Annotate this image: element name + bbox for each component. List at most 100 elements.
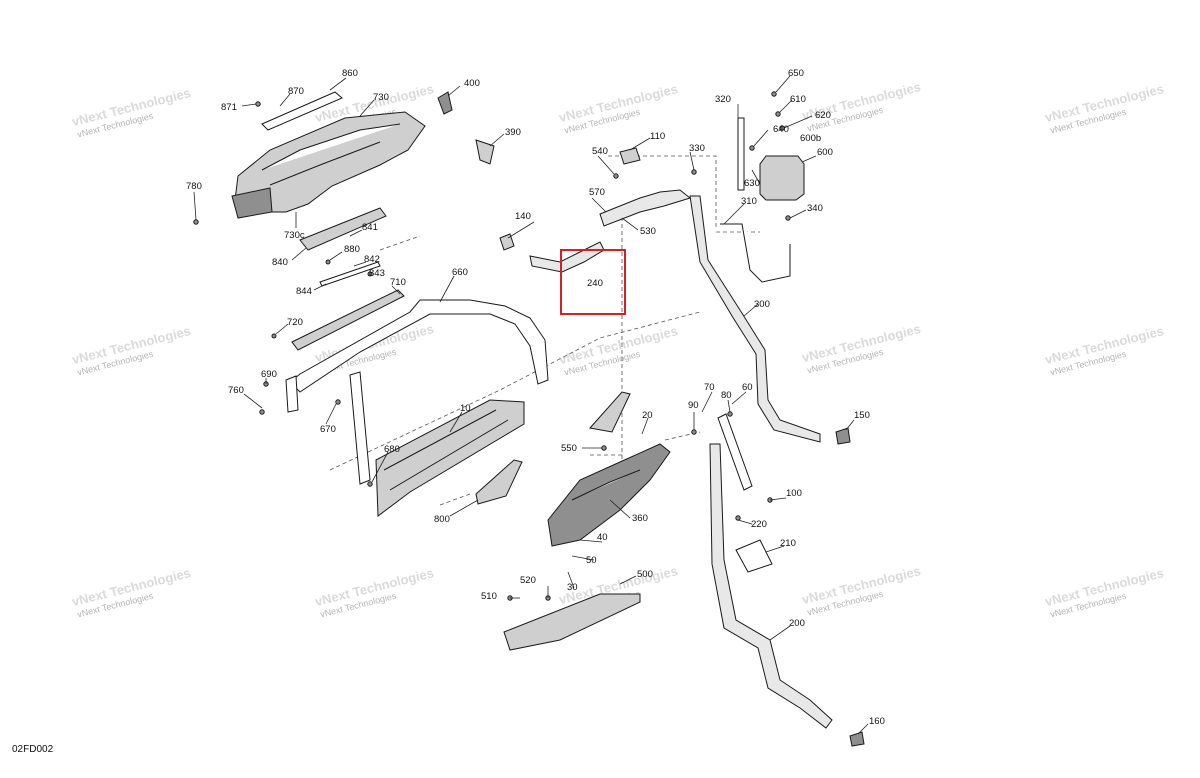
callout: 842 [364, 254, 380, 265]
callout: 240 [587, 278, 603, 289]
fastener-680 [367, 481, 373, 487]
fastener-90 [691, 429, 697, 435]
callout: 600b [800, 133, 821, 144]
fastener-220 [735, 515, 741, 521]
callout: 600 [817, 147, 833, 158]
callout: 520 [520, 575, 536, 586]
highlight-box-240 [560, 249, 626, 315]
callout: 640 [773, 124, 789, 135]
clip-390 [475, 139, 495, 165]
callout: 360 [632, 513, 648, 524]
tank-600 [759, 155, 805, 201]
callout: 400 [464, 78, 480, 89]
fastener-330 [691, 169, 697, 175]
callout: 871 [221, 102, 237, 113]
callout: 540 [592, 146, 608, 157]
fastener-871 [255, 101, 261, 107]
fastener-760 [259, 409, 265, 415]
callout: 210 [780, 538, 796, 549]
hose-530 [599, 189, 692, 227]
watermark: vNext Technologies vNext Technologies [70, 85, 192, 139]
callout: 880 [344, 244, 360, 255]
callout: 340 [807, 203, 823, 214]
pad-800b [589, 391, 631, 433]
callout: 10 [460, 403, 471, 414]
fastener-650 [771, 91, 777, 97]
bracket-210 [735, 539, 773, 573]
watermark: vNext Technologies vNext Technologies [1043, 565, 1165, 619]
fastener-340 [785, 215, 791, 221]
callout-labels: 871 870 860 730 400 390 780 730c 840 841… [186, 68, 885, 727]
watermark: vNext Technologies vNext Technologies [557, 81, 679, 135]
callout: 50 [586, 555, 597, 566]
fan-shroud-20 [547, 443, 671, 547]
callout: 680 [384, 444, 400, 455]
callout: 320 [715, 94, 731, 105]
clip-400 [437, 91, 453, 115]
callout: 630 [744, 178, 760, 189]
fastener-540 [613, 173, 619, 179]
fastener-780 [193, 219, 199, 225]
callout: 300 [754, 299, 770, 310]
clamp-150 [835, 427, 851, 445]
callout: 550 [561, 443, 577, 454]
cap-110 [619, 147, 641, 165]
fastener-720 [271, 333, 277, 339]
assembly-lines [329, 155, 760, 506]
parts-artwork [193, 91, 865, 747]
callout: 650 [788, 68, 804, 79]
watermark: vNext Technologies vNext Technologies [70, 565, 192, 619]
callout: 220 [751, 519, 767, 530]
callout: 150 [854, 410, 870, 421]
callout: 390 [505, 127, 521, 138]
callout: 40 [597, 532, 608, 543]
pipe-320 [737, 117, 745, 191]
callout: 860 [342, 68, 358, 79]
leader-lines [193, 75, 869, 735]
callout: 90 [688, 400, 699, 411]
callout: 30 [567, 582, 578, 593]
radiator-10 [375, 399, 525, 517]
pipe-60 [717, 413, 753, 491]
diagram-code: 02FD002 [12, 744, 54, 755]
clamp-140 [499, 233, 515, 251]
callout: 570 [589, 187, 605, 198]
fastener-610 [775, 111, 781, 117]
clamp-160 [849, 731, 865, 747]
watermark: vNext Technologies vNext Technologies [800, 563, 922, 617]
watermark: vNext Technologies vNext Technologies [800, 79, 922, 133]
callout: 660 [452, 267, 468, 278]
watermark: vNext Technologies vNext Technologies [313, 565, 435, 619]
callout: 530 [640, 226, 656, 237]
frame-660 [289, 299, 549, 393]
callout: 720 [287, 317, 303, 328]
callout: 80 [721, 390, 732, 401]
callout: 510 [481, 591, 497, 602]
callout: 160 [869, 716, 885, 727]
callout: 780 [186, 181, 202, 192]
fastener-670 [335, 399, 341, 405]
callout: 100 [786, 488, 802, 499]
fastener-880 [325, 259, 331, 265]
callout: 730 [373, 92, 389, 103]
callout: 500 [637, 569, 653, 580]
hose-200 [709, 443, 833, 729]
bracket-840 [299, 207, 387, 251]
callout: 310 [741, 196, 757, 207]
callout: 840 [272, 257, 288, 268]
callout: 70 [704, 382, 715, 393]
watermark: vNext Technologies vNext Technologies [1043, 81, 1165, 135]
bracket-500 [503, 593, 641, 651]
callout: 760 [228, 385, 244, 396]
fastener-80 [727, 411, 733, 417]
watermarks: vNext Technologies vNext Technologies vN… [70, 79, 1165, 619]
rail-710 [291, 289, 405, 351]
callout: 841 [362, 222, 378, 233]
callout: 110 [650, 131, 665, 142]
callout: 330 [689, 143, 705, 154]
callout: 620 [815, 110, 831, 121]
strap-870 [261, 91, 343, 131]
fastener-640 [749, 145, 755, 151]
callout: 843 [369, 268, 385, 279]
